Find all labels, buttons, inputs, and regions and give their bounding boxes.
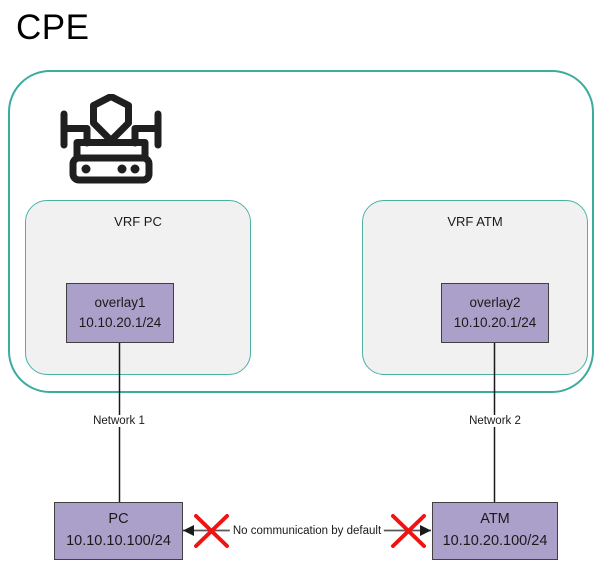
vrf-pc-label: VRF PC <box>114 214 162 229</box>
overlay1-node: overlay1 10.10.20.1/24 <box>66 283 174 343</box>
network2-label: Network 2 <box>467 415 523 427</box>
arrowhead-right-icon <box>420 525 431 536</box>
firewall-router-shield-icon <box>55 93 167 184</box>
overlay2-ip: 10.10.20.1/24 <box>453 315 537 330</box>
overlay2-name: overlay2 <box>469 294 521 310</box>
host-pc-ip: 10.10.10.100/24 <box>66 533 171 549</box>
page-title: CPE <box>16 8 90 47</box>
overlay2-node: overlay2 10.10.20.1/24 <box>441 283 549 343</box>
vrf-atm-label: VRF ATM <box>447 214 503 229</box>
blocked-x-right-icon <box>391 514 426 548</box>
overlay1-name: overlay1 <box>94 294 146 310</box>
overlay1-ip: 10.10.20.1/24 <box>78 315 162 330</box>
host-atm-name: ATM <box>480 511 510 528</box>
host-atm-node: ATM 10.10.20.100/24 <box>432 502 558 560</box>
host-pc-node: PC 10.10.10.100/24 <box>54 502 183 560</box>
vrf-pc-box: VRF PC <box>25 200 251 375</box>
no-communication-label: No communication by default <box>229 525 385 537</box>
blocked-x-left-icon <box>194 514 229 548</box>
network1-label: Network 1 <box>91 415 147 427</box>
host-pc-name: PC <box>108 511 129 528</box>
arrowhead-left-icon <box>183 525 194 536</box>
host-atm-ip: 10.10.20.100/24 <box>442 533 548 549</box>
